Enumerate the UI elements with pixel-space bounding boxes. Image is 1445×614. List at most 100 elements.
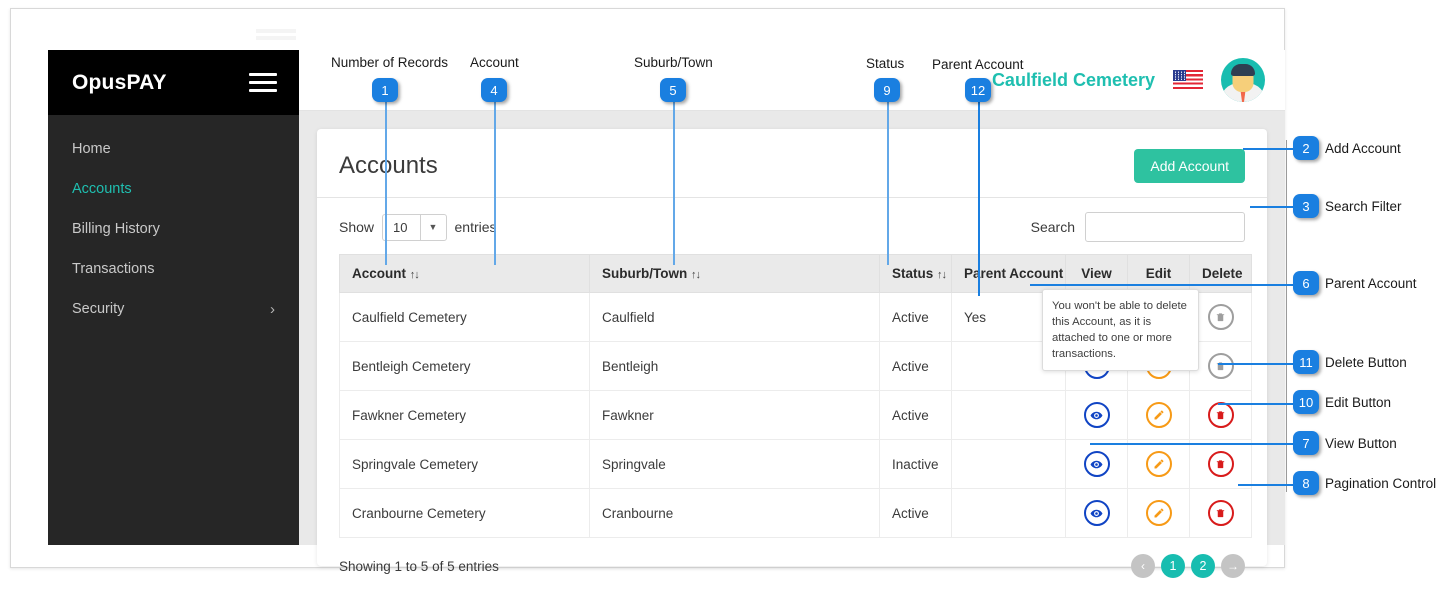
user-avatar-icon[interactable]	[1221, 58, 1265, 102]
entries-label: entries	[454, 219, 497, 235]
pagination-prev-icon[interactable]: ‹	[1131, 554, 1155, 578]
show-label: Show	[339, 219, 375, 235]
annotation-text-2: Add Account	[1325, 141, 1401, 156]
pagination-page-1[interactable]: 1	[1161, 554, 1185, 578]
cell-status: Active	[879, 390, 952, 440]
sidebar: OpusPAY Home Accounts Billing History Tr…	[48, 50, 299, 545]
view-icon[interactable]	[1083, 402, 1110, 428]
cell-delete	[1189, 488, 1252, 538]
page-size-select[interactable]: 10 ▼	[382, 213, 447, 241]
annotation-text-8: Pagination Control	[1325, 476, 1437, 491]
table-header: Account ↑↓ Suburb/Town ↑↓ Status ↑↓ Pa	[339, 254, 1252, 293]
annotation-badge-9[interactable]: 9	[874, 78, 900, 102]
cell-suburb: Fawkner	[589, 390, 880, 440]
cell-edit	[1127, 439, 1190, 489]
cell-status: Active	[879, 341, 952, 391]
column-header-suburb[interactable]: Suburb/Town ↑↓	[589, 254, 880, 293]
delete-disabled-tooltip: You won't be able to delete this Account…	[1042, 289, 1199, 372]
pagination-control: ‹ 1 2 →	[1131, 554, 1245, 578]
column-label: Status	[892, 266, 934, 281]
table-header-row: Account ↑↓ Suburb/Town ↑↓ Status ↑↓ Pa	[339, 254, 1252, 293]
sidebar-item-security[interactable]: Security ›	[48, 293, 299, 325]
edit-icon[interactable]	[1145, 402, 1172, 428]
column-label: Account	[352, 266, 406, 281]
showing-entries-text: Showing 1 to 5 of 5 entries	[339, 558, 499, 574]
cell-delete	[1189, 390, 1252, 440]
column-header-delete: Delete	[1189, 254, 1252, 293]
column-label: Delete	[1202, 266, 1243, 281]
annotation-badge-3[interactable]: 3	[1293, 194, 1319, 218]
annotation-text-6: Parent Account	[1325, 276, 1417, 291]
cell-suburb: Caulfield	[589, 292, 880, 342]
column-label: Parent Account	[964, 266, 1064, 281]
sidebar-item-label: Billing History	[72, 221, 160, 237]
sidebar-item-accounts[interactable]: Accounts	[48, 173, 299, 205]
annotation-badge-6[interactable]: 6	[1293, 271, 1319, 295]
annotation-badge-8[interactable]: 8	[1293, 471, 1319, 495]
table-footer: Showing 1 to 5 of 5 entries ‹ 1 2 →	[317, 538, 1267, 578]
us-flag-icon[interactable]	[1173, 70, 1203, 90]
brand-title: OpusPAY	[72, 70, 167, 94]
page-title: Accounts	[339, 152, 438, 179]
column-header-view: View	[1065, 254, 1128, 293]
annotation-badge-12[interactable]: 12	[965, 78, 991, 102]
cell-view	[1065, 488, 1128, 538]
annotation-badge-5[interactable]: 5	[660, 78, 686, 102]
brand-bar: OpusPAY	[48, 50, 299, 115]
sidebar-item-billing-history[interactable]: Billing History	[48, 213, 299, 245]
delete-icon-disabled	[1207, 353, 1234, 379]
sidebar-item-label: Security	[72, 301, 125, 317]
column-header-parent-account: Parent Account	[951, 254, 1066, 293]
delete-icon[interactable]	[1207, 500, 1234, 526]
sidebar-nav: Home Accounts Billing History Transactio…	[48, 133, 299, 325]
cell-status: Inactive	[879, 439, 952, 489]
annotation-text-7: View Button	[1325, 436, 1397, 451]
cell-edit	[1127, 390, 1190, 440]
pagination-next-icon[interactable]: →	[1221, 554, 1245, 578]
sort-icon: ↑↓	[409, 269, 420, 281]
sidebar-item-label: Accounts	[72, 181, 132, 197]
delete-icon[interactable]	[1207, 402, 1234, 428]
annotation-badge-1[interactable]: 1	[372, 78, 398, 102]
annotation-badge-11[interactable]: 11	[1293, 350, 1319, 374]
search-input[interactable]	[1085, 212, 1245, 242]
column-header-status[interactable]: Status ↑↓	[879, 254, 952, 293]
annotation-text-10: Edit Button	[1325, 395, 1392, 410]
column-label: View	[1081, 266, 1112, 281]
view-icon[interactable]	[1083, 451, 1110, 477]
cell-edit	[1127, 488, 1190, 538]
column-header-account[interactable]: Account ↑↓	[339, 254, 590, 293]
view-icon[interactable]	[1083, 500, 1110, 526]
cell-account: Cranbourne Cemetery	[339, 488, 590, 538]
annotation-badge-10[interactable]: 10	[1293, 390, 1319, 414]
page-size-value: 10	[393, 219, 408, 235]
cell-suburb: Springvale	[589, 439, 880, 489]
cell-suburb: Bentleigh	[589, 341, 880, 391]
search-control: Search	[1031, 212, 1245, 242]
pagination-page-2[interactable]: 2	[1191, 554, 1215, 578]
cell-account: Fawkner Cemetery	[339, 390, 590, 440]
cell-status: Active	[879, 292, 952, 342]
edit-icon[interactable]	[1145, 500, 1172, 526]
annotation-badge-4[interactable]: 4	[481, 78, 507, 102]
page-size-control: Show 10 ▼ entries	[339, 213, 497, 241]
search-label: Search	[1030, 219, 1075, 235]
cell-parent-account	[951, 439, 1066, 489]
sidebar-item-transactions[interactable]: Transactions	[48, 253, 299, 285]
annotation-badge-7[interactable]: 7	[1293, 431, 1319, 455]
hamburger-icon[interactable]	[249, 73, 277, 92]
app-window: OpusPAY Home Accounts Billing History Tr…	[10, 8, 1285, 578]
table-controls: Show 10 ▼ entries Search	[317, 198, 1267, 254]
annotation-badge-2[interactable]: 2	[1293, 136, 1319, 160]
cell-account: Bentleigh Cemetery	[339, 341, 590, 391]
sidebar-item-label: Transactions	[72, 261, 155, 277]
sidebar-item-home[interactable]: Home	[48, 133, 299, 165]
delete-icon[interactable]	[1207, 451, 1234, 477]
column-header-edit: Edit	[1127, 254, 1190, 293]
add-account-button[interactable]: Add Account	[1134, 149, 1245, 183]
cell-account: Caulfield Cemetery	[339, 292, 590, 342]
cell-delete	[1189, 439, 1252, 489]
edit-icon[interactable]	[1145, 451, 1172, 477]
